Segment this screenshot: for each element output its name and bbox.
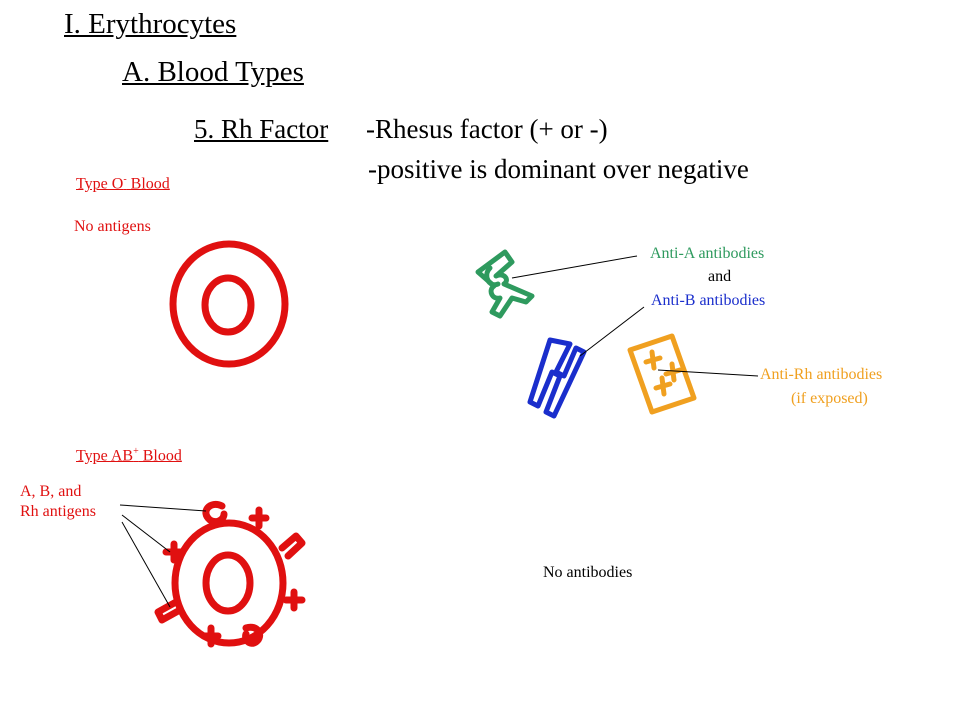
pointer-anti-rh bbox=[657, 369, 759, 377]
b-antigen-right bbox=[278, 532, 306, 560]
type-o-neg-cell bbox=[169, 240, 289, 368]
rh-antigen-right bbox=[282, 588, 306, 612]
subsection-title: A. Blood Types bbox=[122, 56, 304, 88]
a-antigen-bottom bbox=[242, 623, 264, 647]
anti-a-antibody bbox=[475, 249, 535, 319]
rh-antigen-top bbox=[248, 506, 270, 530]
anti-a-label: Anti-A antibodies bbox=[650, 245, 765, 262]
type-ab-pos-title-sup: + bbox=[133, 446, 139, 457]
anti-rh-label-line1: Anti-Rh antibodies bbox=[760, 366, 883, 383]
type-o-neg-antigens: No antigens bbox=[74, 218, 151, 235]
type-ab-pos-cell bbox=[154, 501, 306, 648]
type-o-neg-title-tail: Blood bbox=[126, 175, 170, 193]
anti-rh-label-line2: (if exposed) bbox=[791, 390, 868, 407]
pointer-b bbox=[121, 521, 171, 608]
type-ab-pos-title-tail: Blood bbox=[138, 447, 182, 465]
anti-b-antibody bbox=[527, 337, 587, 419]
type-o-neg-title-base: Type O bbox=[76, 175, 124, 193]
type-ab-pos-title: Type AB+ Blood bbox=[76, 446, 182, 465]
item-title: 5. Rh Factor bbox=[194, 114, 329, 144]
pointer-anti-a bbox=[511, 255, 638, 279]
rh-antigen-bottom bbox=[200, 624, 222, 648]
antigen-pointer-lines bbox=[119, 504, 207, 608]
type-ab-pos-cell-inner bbox=[202, 551, 254, 615]
b-antigen-left bbox=[154, 598, 184, 624]
pointer-a bbox=[119, 504, 207, 512]
type-o-neg-title-sup: - bbox=[123, 174, 127, 185]
type-ab-pos-antigens-line2: Rh antigens bbox=[20, 503, 96, 520]
antibody-pointer-lines bbox=[511, 255, 759, 377]
section-title: I. Erythrocytes bbox=[64, 8, 237, 40]
anti-rh-antibody bbox=[627, 333, 697, 415]
type-o-neg-title: Type O- Blood bbox=[76, 174, 170, 193]
type-o-neg-cell-outer bbox=[169, 240, 289, 368]
rh-description-line1: -Rhesus factor (+ or -) bbox=[366, 114, 608, 144]
rh-antigen-left bbox=[162, 540, 186, 564]
and-label: and bbox=[708, 268, 732, 285]
pointer-anti-b bbox=[579, 306, 645, 357]
a-antigen-top bbox=[202, 501, 228, 526]
rh-description-line2: -positive is dominant over negative bbox=[368, 154, 749, 184]
no-antibodies-label: No antibodies bbox=[543, 564, 633, 581]
type-o-neg-cell-inner bbox=[201, 274, 255, 336]
type-ab-pos-antigens-line1: A, B, and bbox=[20, 483, 82, 500]
anti-b-label: Anti-B antibodies bbox=[651, 292, 766, 309]
pointer-rh bbox=[121, 514, 171, 553]
type-ab-pos-title-base: Type AB bbox=[76, 447, 134, 465]
type-ab-pos-cell-outer bbox=[171, 519, 287, 647]
